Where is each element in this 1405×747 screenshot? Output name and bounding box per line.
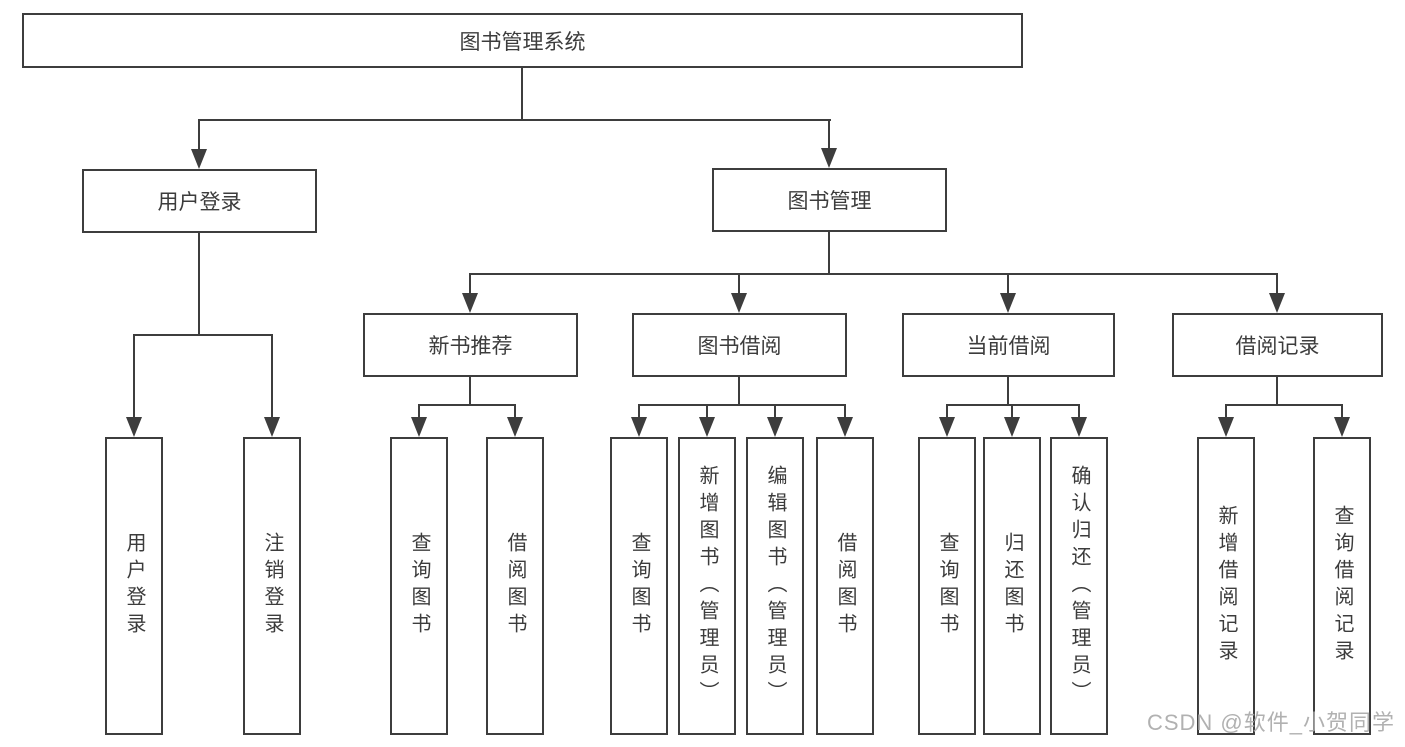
leaf-label: 编辑图书（管理员） <box>764 464 786 708</box>
connector-line <box>521 68 523 120</box>
arrow-down-icon <box>821 148 837 168</box>
leaf-query-books-current: 查询图书 <box>918 437 976 735</box>
connector-line <box>1225 404 1343 406</box>
arrow-down-icon <box>264 417 280 437</box>
connector-line <box>198 119 831 121</box>
arrow-down-icon <box>767 417 783 437</box>
leaf-return-book: 归还图书 <box>983 437 1041 735</box>
leaf-borrow-books-recommend: 借阅图书 <box>486 437 544 735</box>
connector-line <box>638 404 846 406</box>
leaf-label: 查询图书 <box>936 532 958 640</box>
node-book-management: 图书管理 <box>712 168 947 232</box>
leaf-add-book-admin: 新增图书（管理员） <box>678 437 736 735</box>
connector-line <box>946 404 948 420</box>
arrow-down-icon <box>191 149 207 169</box>
node-root-library-system: 图书管理系统 <box>22 13 1023 68</box>
arrow-down-icon <box>1218 417 1234 437</box>
leaf-query-books-recommend: 查询图书 <box>390 437 448 735</box>
connector-line <box>469 273 471 295</box>
leaf-label: 借阅图书 <box>834 532 856 640</box>
arrow-down-icon <box>731 293 747 313</box>
leaf-confirm-return-admin: 确认归还（管理员） <box>1050 437 1108 735</box>
connector-line <box>844 404 846 420</box>
connector-line <box>198 233 200 336</box>
leaf-label: 查询图书 <box>628 532 650 640</box>
arrow-down-icon <box>411 417 427 437</box>
node-borrowing-records: 借阅记录 <box>1172 313 1383 377</box>
arrow-down-icon <box>939 417 955 437</box>
leaf-label: 注销登录 <box>261 532 283 640</box>
arrow-down-icon <box>507 417 523 437</box>
leaf-label: 借阅图书 <box>504 532 526 640</box>
arrow-down-icon <box>1071 417 1087 437</box>
node-user-login: 用户登录 <box>82 169 317 233</box>
arrow-down-icon <box>1004 417 1020 437</box>
connector-line <box>133 334 135 420</box>
node-new-book-recommend: 新书推荐 <box>363 313 578 377</box>
connector-line <box>774 404 776 420</box>
arrow-down-icon <box>837 417 853 437</box>
leaf-borrow-books-borrowing: 借阅图书 <box>816 437 874 735</box>
arrow-down-icon <box>126 417 142 437</box>
connector-line <box>1007 377 1009 406</box>
leaf-edit-book-admin: 编辑图书（管理员） <box>746 437 804 735</box>
connector-line <box>638 404 640 420</box>
arrow-down-icon <box>1000 293 1016 313</box>
connector-line <box>706 404 708 420</box>
node-book-borrowing: 图书借阅 <box>632 313 847 377</box>
leaf-label: 用户登录 <box>123 532 145 640</box>
connector-line <box>418 404 420 420</box>
connector-line <box>469 273 1278 275</box>
connector-line <box>946 404 1080 406</box>
arrow-down-icon <box>631 417 647 437</box>
connector-line <box>133 334 273 336</box>
connector-line <box>828 232 830 275</box>
leaf-label: 确认归还（管理员） <box>1068 464 1090 708</box>
connector-line <box>1341 404 1343 420</box>
connector-line <box>828 119 830 150</box>
leaf-label: 查询借阅记录 <box>1331 505 1353 667</box>
leaf-logout: 注销登录 <box>243 437 301 735</box>
leaf-label: 查询图书 <box>408 532 430 640</box>
connector-line <box>1007 273 1009 295</box>
arrow-down-icon <box>1334 417 1350 437</box>
connector-line <box>198 119 200 151</box>
leaf-label: 归还图书 <box>1001 532 1023 640</box>
leaf-label: 新增借阅记录 <box>1215 505 1237 667</box>
connector-line <box>514 404 516 420</box>
leaf-user-login: 用户登录 <box>105 437 163 735</box>
connector-line <box>1225 404 1227 420</box>
arrow-down-icon <box>699 417 715 437</box>
connector-line <box>1011 404 1013 420</box>
arrow-down-icon <box>1269 293 1285 313</box>
leaf-add-borrow-record: 新增借阅记录 <box>1197 437 1255 735</box>
connector-line <box>271 334 273 420</box>
leaf-query-books-borrowing: 查询图书 <box>610 437 668 735</box>
leaf-label: 新增图书（管理员） <box>696 464 718 708</box>
connector-line <box>738 377 740 406</box>
node-current-borrowing: 当前借阅 <box>902 313 1115 377</box>
arrow-down-icon <box>462 293 478 313</box>
connector-line <box>738 273 740 295</box>
connector-line <box>1276 377 1278 406</box>
connector-line <box>469 377 471 406</box>
leaf-query-borrow-record: 查询借阅记录 <box>1313 437 1371 735</box>
connector-line <box>1276 273 1278 295</box>
connector-line <box>418 404 516 406</box>
connector-line <box>1078 404 1080 420</box>
